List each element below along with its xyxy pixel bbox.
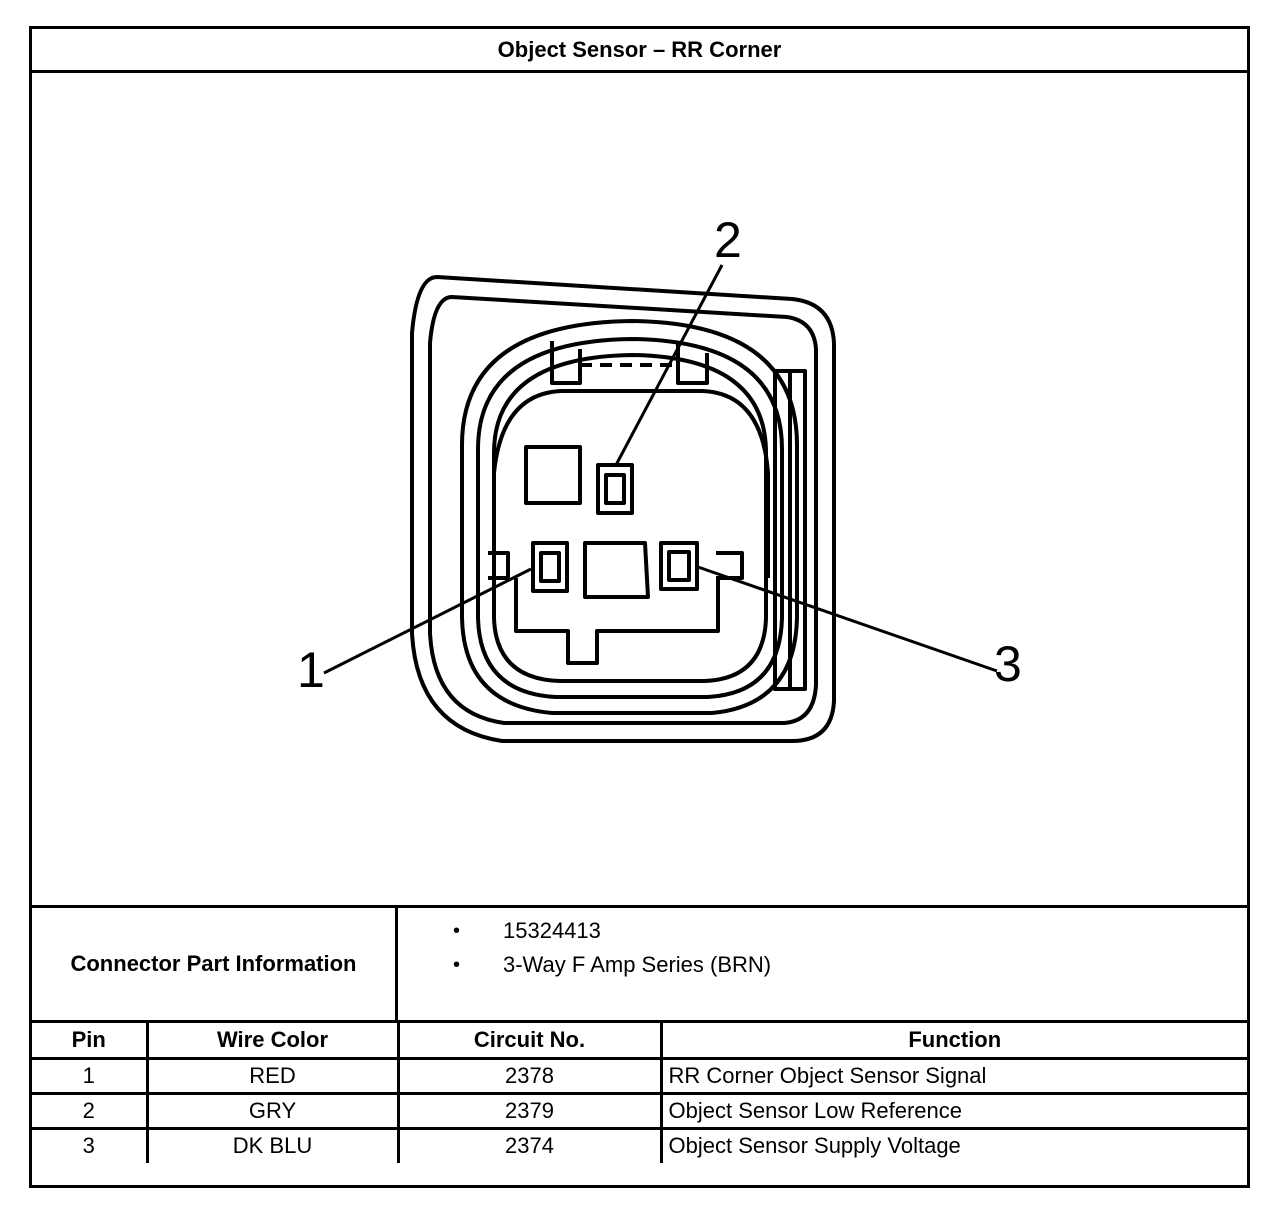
wire-color-cell: GRY <box>145 1091 400 1130</box>
function-cell: Object Sensor Supply Voltage <box>659 1126 1247 1163</box>
leader-pin-2 <box>614 264 724 466</box>
housing-outer <box>410 275 836 743</box>
function-cell: RR Corner Object Sensor Signal <box>659 1056 1247 1095</box>
pin-1-label: 1 <box>297 642 325 698</box>
empty-cavity <box>524 445 582 505</box>
bullet-icon: • <box>453 954 461 976</box>
table-row: 3 DK BLU 2374 Object Sensor Supply Volta… <box>32 1126 1247 1163</box>
connector-part-info-label: Connector Part Information <box>32 908 398 1020</box>
circuit-cell: 2379 <box>396 1091 663 1130</box>
connector-part-info: Connector Part Information • 15324413 • … <box>32 905 1247 1023</box>
connector-series: 3-Way F Amp Series (BRN) <box>503 952 772 977</box>
connector-sheet: Object Sensor – RR Corner <box>29 26 1250 1188</box>
pin-table-header: Pin Wire Color Circuit No. Function <box>32 1023 1247 1060</box>
table-row: 1 RED 2378 RR Corner Object Sensor Signa… <box>32 1056 1247 1095</box>
function-cell: Object Sensor Low Reference <box>659 1091 1247 1130</box>
leader-pin-1 <box>323 567 532 675</box>
pin-table: Pin Wire Color Circuit No. Function 1 RE… <box>32 1023 1247 1163</box>
header-function: Function <box>659 1023 1247 1060</box>
seal-ring-inner <box>492 353 768 683</box>
connector-face-diagram: 1 2 3 <box>32 73 1247 905</box>
pin-cell: 3 <box>32 1126 149 1163</box>
header-circuit-no: Circuit No. <box>396 1023 663 1060</box>
header-pin: Pin <box>32 1023 149 1060</box>
key-block <box>514 578 720 665</box>
seal-ring-middle <box>476 337 784 699</box>
wire-color-cell: DK BLU <box>145 1126 400 1163</box>
pin-cell: 1 <box>32 1056 149 1095</box>
terminal-cavity <box>492 389 770 578</box>
connector-part-list: • 15324413 • 3-Way F Amp Series (BRN) <box>398 914 771 982</box>
pin-1-terminal <box>531 541 569 593</box>
pin-3-terminal <box>659 541 699 591</box>
pin-3-label: 3 <box>994 636 1022 692</box>
part-number-item: • 15324413 <box>398 914 771 948</box>
page-title: Object Sensor – RR Corner <box>32 29 1247 73</box>
part-number: 15324413 <box>503 918 601 943</box>
wire-color-cell: RED <box>145 1056 400 1095</box>
leader-pin-3 <box>697 565 998 673</box>
circuit-cell: 2378 <box>396 1056 663 1095</box>
center-block <box>583 541 650 599</box>
header-wire-color: Wire Color <box>145 1023 400 1060</box>
housing-inner <box>428 295 818 725</box>
connector-drawing <box>323 264 998 743</box>
latch-tab <box>773 369 807 691</box>
pin-2-terminal <box>596 463 634 515</box>
connector-series-item: • 3-Way F Amp Series (BRN) <box>398 948 771 982</box>
circuit-cell: 2374 <box>396 1126 663 1163</box>
bullet-icon: • <box>453 920 461 942</box>
table-row: 2 GRY 2379 Object Sensor Low Reference <box>32 1091 1247 1130</box>
pin-2-label: 2 <box>714 212 742 268</box>
seal-ring-outer <box>460 319 799 715</box>
pin-cell: 2 <box>32 1091 149 1130</box>
